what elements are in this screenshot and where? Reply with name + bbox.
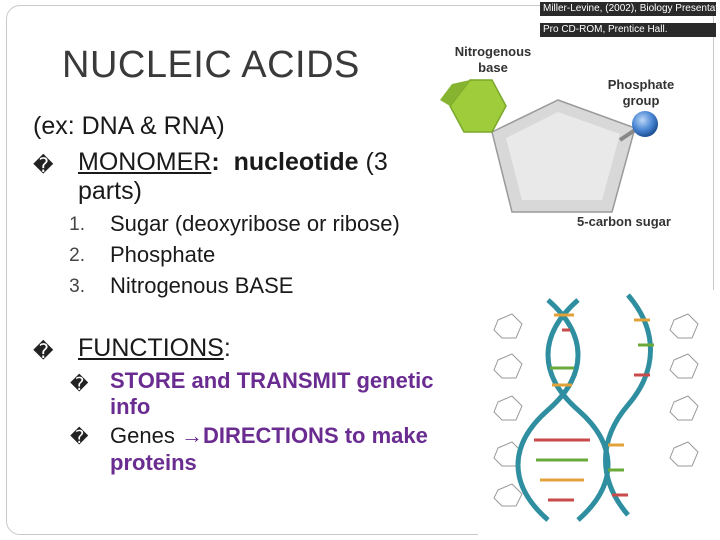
label-5-carbon-sugar: 5-carbon sugar [577,214,671,229]
label-base-line2: base [478,60,508,75]
monomer-value: nucleotide [233,148,359,176]
image-credit-line2: Pro CD-ROM, Prentice Hall. [540,23,716,37]
phosphate-sphere [632,111,658,137]
nucleotide-diagram [440,79,658,213]
functions-colon: : [223,334,231,362]
right-base-structures [669,313,699,467]
part-text-1: Sugar (deoxyribose or ribose) [110,211,400,236]
dna-rna-illustration [478,290,718,540]
function-2-purple: DIRECTIONS to make [202,423,428,448]
function-2-line1: Genes →DIRECTIONS to make [110,423,428,449]
bullet-box-icon: � [33,341,54,363]
label-base-line1: Nitrogenous [454,44,532,59]
monomer-line: MONOMER: nucleotide (3 [78,148,388,177]
part-number-1: 1. [69,214,85,235]
part-number-2: 2. [69,245,85,266]
function-2-prefix: Genes [110,423,181,448]
functions-term: FUNCTIONS [78,334,224,362]
function-2-line2: proteins [110,450,197,475]
base-hexagon-side [440,80,470,106]
rna-strand [603,293,654,517]
slide-title: NUCLEIC ACIDS [62,44,360,86]
illustration-background [478,290,718,540]
example-text: (ex: DNA & RNA) [33,112,225,140]
arrow-right-icon: → [180,423,203,448]
sub-bullet-box-icon: � [70,374,89,394]
monomer-colon: : [211,148,220,176]
function-1-line2: info [110,394,151,419]
monomer-rest-line2: parts) [78,177,142,205]
sugar-pentagon-highlight [506,112,620,200]
monomer-rest: (3 [358,148,388,176]
phosphate-bond [618,128,637,142]
label-phos-line1: Phosphate [607,77,675,92]
functions-line: FUNCTIONS: [78,334,231,363]
part-text-2: Phosphate [110,242,216,267]
image-credit-line1: Miller-Levine, (2002), Biology Presentat… [540,2,716,16]
slide-frame [6,5,714,535]
dna-helix [515,298,611,522]
label-phos-line2: group [622,93,660,108]
monomer-term: MONOMER [78,148,212,176]
sub-bullet-box-icon: � [70,427,89,447]
part-text-3: Nitrogenous BASE [110,273,294,298]
bullet-box-icon: � [33,155,54,177]
function-1-line1: STORE and TRANSMIT genetic [110,368,434,393]
part-number-3: 3. [69,276,85,297]
